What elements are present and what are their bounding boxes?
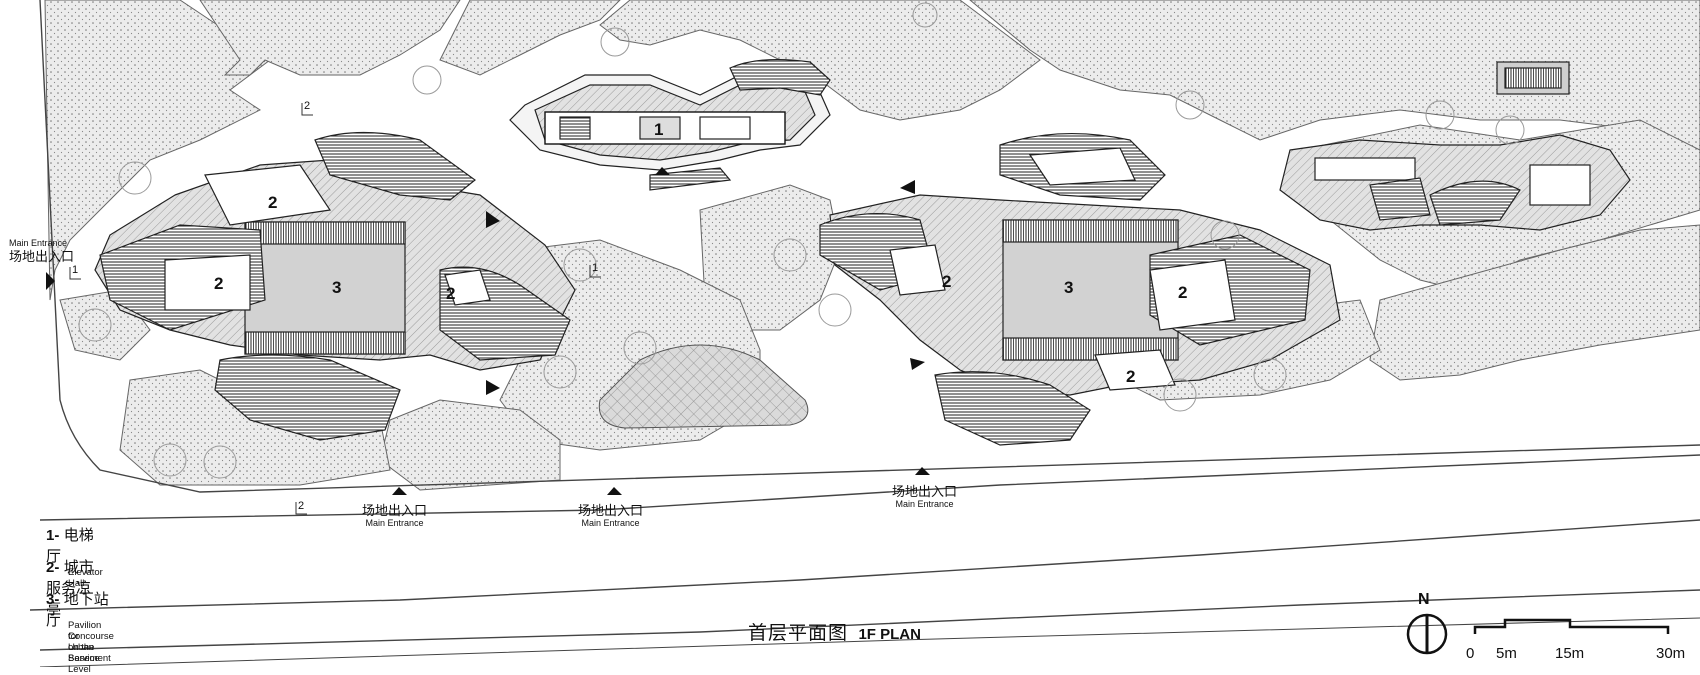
elevator-hall-number: 1 [654,120,664,139]
north-label: N [1418,591,1430,608]
road-lines [29,0,1700,667]
section-label-1b: 1 [592,262,599,274]
entrance-cn: 场地出入口 [892,484,958,499]
legend-cn: 城市服务凉亭 [46,559,94,618]
pavilion-number-b: 2 [214,274,224,293]
section-label-2b: 2 [298,500,305,512]
legend-key: 3- [46,591,60,608]
scale-label-5m: 5m [1496,645,1517,662]
entrance-en: Main Entrance [581,518,640,528]
plan-title-cn: 首层平面图 [748,623,849,644]
pavilion-number-a: 2 [268,193,278,212]
legend-key: 1- [46,527,60,544]
pavilion-number-d: 2 [942,272,952,291]
far-right-building [1279,61,1631,231]
entrance-en: Main Entrance [895,499,954,509]
pavilion-number-e: 2 [1178,283,1188,302]
entrance-label-west: Main Entrance 场地出入口 [9,238,75,264]
pavilion-number-f: 2 [1126,367,1136,386]
legend-en: Elevator Hall [68,567,103,589]
entrance-en: Main Entrance [365,518,424,528]
patterned-court [598,344,809,429]
left-concourse-group [94,131,576,441]
north-arrow-icon [1406,613,1448,655]
scale-label-15m: 15m [1555,645,1585,662]
plan-title-en: 1F PLAN [858,626,921,643]
entrance-label-south-3: 场地出入口 Main Entrance [892,485,957,509]
legend-cn: 电梯厅 [46,527,94,565]
tree-symbols [78,2,1525,479]
legend-key: 2- [46,559,60,576]
section-label-1a: 1 [72,264,79,276]
entrance-cn: 场地出入口 [9,249,75,264]
legend-item-3: 3- 地下站厅 Concourse on the Basement Level [46,588,114,675]
section-markers [69,103,601,515]
entrance-label-south-2: 场地出入口 Main Entrance [578,504,643,528]
entrance-arrows [46,167,930,495]
scale-label-30m: 30m [1656,645,1686,662]
legend-en: Concourse on the Basement Level [68,631,114,675]
entrance-en: Main Entrance [9,238,68,248]
legend-en: Pavilion for Urban Service [68,620,102,664]
scale-label-0: 0 [1466,645,1475,662]
right-concourse-group [819,132,1341,446]
entrance-cn: 场地出入口 [578,503,644,518]
concourse-number-right: 3 [1064,278,1074,297]
section-label-2a: 2 [304,100,311,112]
legend-item-2: 2- 城市服务凉亭 Pavilion for Urban Service [46,556,101,664]
pavilion-number-c: 2 [446,284,456,303]
legend-item-1: 1- 电梯厅 Elevator Hall [46,524,103,589]
legend-cn: 地下站厅 [46,591,109,629]
entrance-label-south-1: 场地出入口 Main Entrance [362,504,427,528]
elevator-hall-building [509,58,831,191]
entrance-cn: 场地出入口 [362,503,428,518]
scale-bar [1473,618,1670,634]
plan-title: 首层平面图 1F PLAN [748,624,921,643]
concourse-number-left: 3 [332,278,342,297]
